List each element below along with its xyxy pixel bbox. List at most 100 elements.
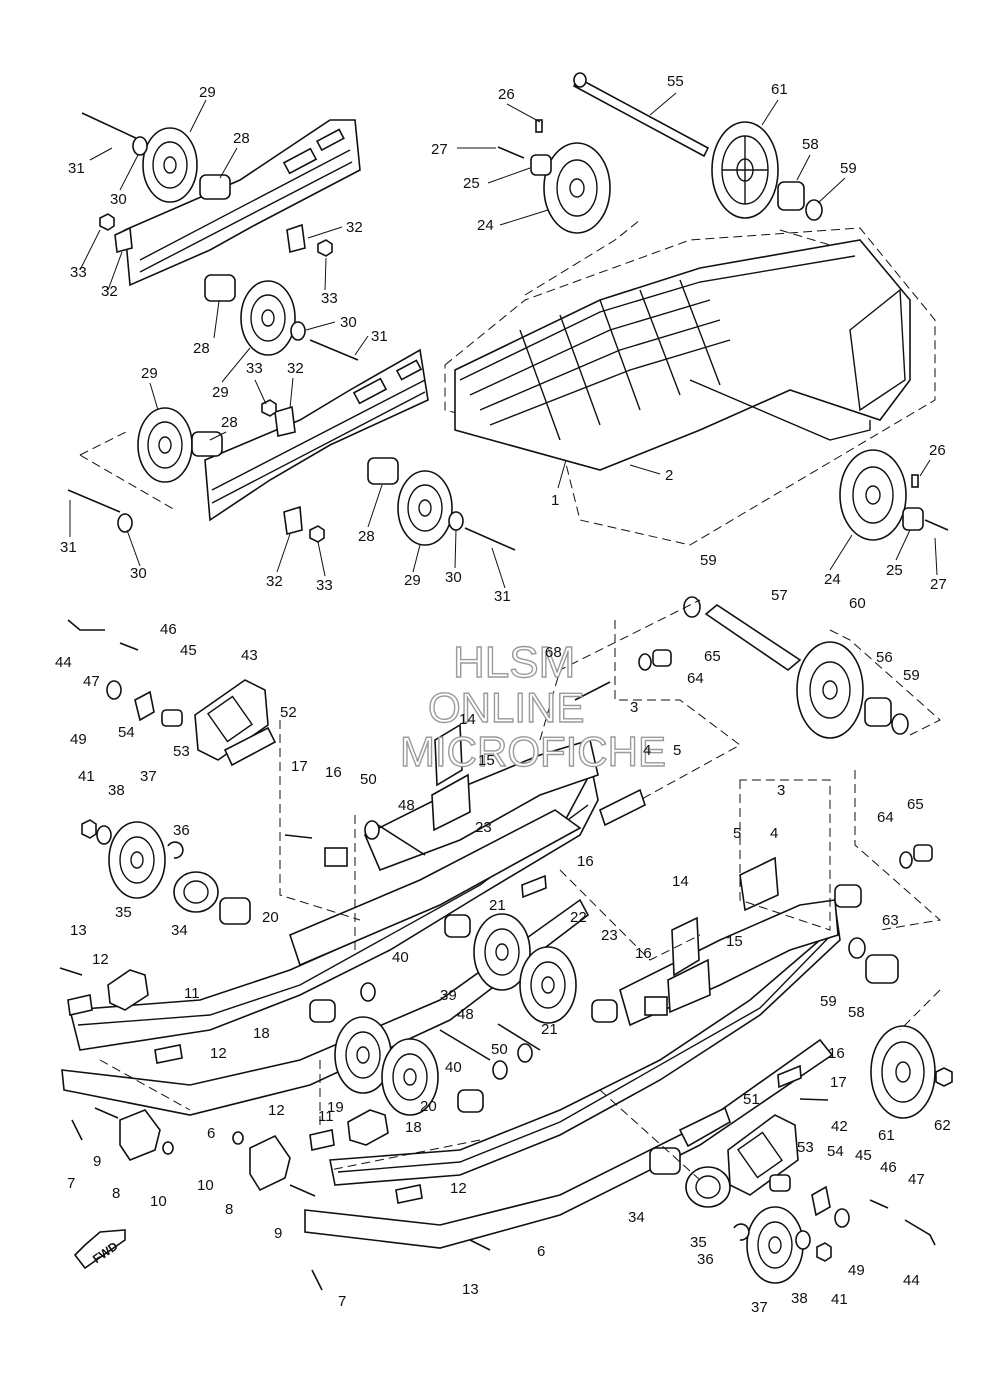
- callout-58a: 58: [802, 136, 819, 153]
- callout-6b: 6: [537, 1243, 545, 1260]
- callout-52: 52: [280, 704, 297, 721]
- callout-25b: 25: [886, 562, 903, 579]
- callout-59c: 59: [903, 667, 920, 684]
- callout-1: 1: [551, 492, 559, 509]
- collar-28a: [199, 174, 231, 200]
- clip-12a: [67, 994, 93, 1016]
- collar-63: [834, 884, 862, 908]
- bolt-31a: [81, 112, 141, 141]
- washer-59a: [805, 199, 823, 221]
- slider-8b: [249, 1134, 291, 1192]
- washer-10a: [162, 1141, 174, 1155]
- callout-43: 43: [241, 647, 258, 664]
- callout-50a: 50: [360, 771, 377, 788]
- callout-30b: 30: [340, 314, 357, 331]
- collar-28b: [204, 274, 236, 302]
- callout-26a: 26: [498, 86, 515, 103]
- washer-38a: [96, 825, 112, 845]
- callout-54b: 54: [827, 1143, 844, 1160]
- collar-53a: [161, 709, 183, 727]
- leader-lines: [69, 92, 938, 589]
- callout-32a: 32: [346, 219, 363, 236]
- rear-axle-55: [572, 72, 710, 158]
- callout-29c: 29: [141, 365, 158, 382]
- washer-64b: [899, 851, 913, 869]
- callout-4b: 4: [770, 825, 778, 842]
- callout-5b: 5: [733, 825, 741, 842]
- callout-32b: 32: [101, 283, 118, 300]
- washer-40b: [492, 1060, 508, 1080]
- callout-38b: 38: [791, 1290, 808, 1307]
- callout-30c: 30: [130, 565, 147, 582]
- callout-28c: 28: [221, 414, 238, 431]
- callout-28d: 28: [358, 528, 375, 545]
- callout-53a: 53: [173, 743, 190, 760]
- collar-21a: [444, 914, 471, 938]
- callout-31d: 31: [494, 588, 511, 605]
- callout-11b: 11: [318, 1108, 334, 1125]
- callout-4a: 4: [643, 742, 651, 759]
- callout-68: 68: [545, 644, 562, 661]
- callout-38a: 38: [108, 782, 125, 799]
- rear-wheel-61a: [711, 121, 779, 219]
- callout-35b: 35: [690, 1234, 707, 1251]
- cap-49a: [106, 680, 122, 700]
- plate-32b: [286, 223, 306, 254]
- washer-64a: [638, 653, 652, 671]
- callout-45a: 45: [180, 642, 197, 659]
- idler-wheel-29c: [137, 407, 193, 483]
- callout-16d: 16: [828, 1045, 845, 1062]
- idler-wheel-24a: [543, 142, 611, 234]
- callout-12c: 12: [268, 1102, 285, 1119]
- callout-51: 51: [743, 1091, 760, 1108]
- bolt-39: [439, 1029, 491, 1061]
- callout-46b: 46: [880, 1159, 897, 1176]
- pin-16c: [521, 874, 547, 899]
- callout-65b: 65: [907, 796, 924, 813]
- suspension-arm-left: [363, 738, 599, 872]
- collar-28d: [367, 457, 399, 485]
- callout-49b: 49: [848, 1262, 865, 1279]
- spring-46b: [869, 1199, 889, 1209]
- nut-65a: [652, 649, 672, 667]
- callout-12d: 12: [450, 1180, 467, 1197]
- idler-wheel-22b: [519, 946, 577, 1024]
- shaft-57: [704, 604, 802, 672]
- plate-51: [678, 1106, 731, 1148]
- collar-28c: [191, 431, 223, 457]
- washer-40a: [360, 982, 376, 1002]
- callout-47b: 47: [908, 1171, 925, 1188]
- plate-32d: [283, 505, 303, 536]
- watermark-line1: HLSM: [453, 638, 575, 687]
- callout-63: 63: [882, 912, 899, 929]
- callout-20b: 20: [420, 1098, 437, 1115]
- washer-10b: [232, 1131, 244, 1145]
- callout-59d: 59: [820, 993, 837, 1010]
- callout-14a: 14: [459, 711, 476, 728]
- callout-7a: 7: [67, 1175, 75, 1192]
- callout-41a: 41: [78, 768, 95, 785]
- callout-16a: 16: [325, 764, 342, 781]
- washer-59c: [891, 713, 909, 735]
- collar-18b: [457, 1089, 484, 1113]
- callout-33d: 33: [316, 577, 333, 594]
- callout-15a: 15: [478, 752, 495, 769]
- callout-33a: 33: [70, 264, 87, 281]
- washer-50b: [517, 1043, 533, 1063]
- pin-16d: [777, 1064, 802, 1089]
- bracket-54b: [811, 1185, 831, 1217]
- callout-64b: 64: [877, 809, 894, 826]
- callout-31a: 31: [68, 160, 85, 177]
- callout-34b: 34: [628, 1209, 645, 1226]
- callout-37a: 37: [140, 768, 157, 785]
- callout-58b: 58: [848, 1004, 865, 1021]
- wheel-60: [796, 641, 864, 739]
- callout-64a: 64: [687, 670, 704, 687]
- callout-8a: 8: [112, 1185, 120, 1202]
- washer-30c: [117, 513, 133, 533]
- callout-27a: 27: [431, 141, 448, 158]
- callout-53b: 53: [797, 1139, 814, 1156]
- callout-44a: 44: [55, 654, 72, 671]
- callout-18b: 18: [405, 1119, 422, 1136]
- circlip-36a: [167, 841, 184, 859]
